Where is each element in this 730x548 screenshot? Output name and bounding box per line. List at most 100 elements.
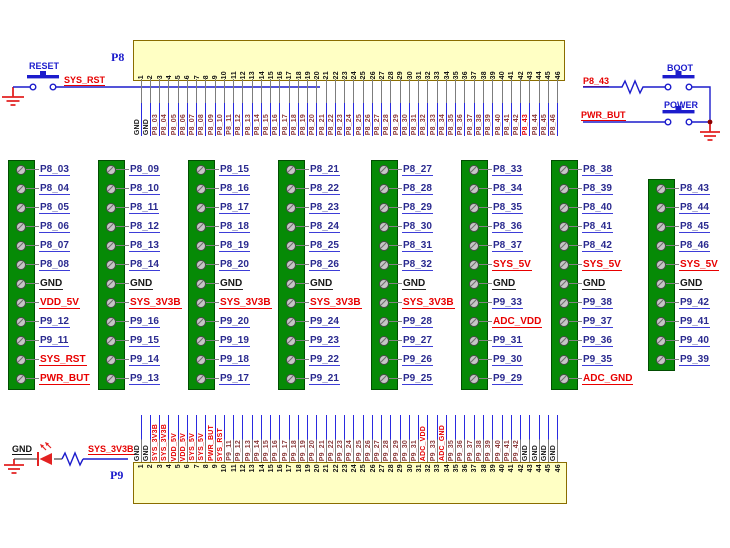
screw-icon [16, 240, 26, 251]
terminal-wire [389, 321, 402, 322]
p9-pin-number-3: 3 [156, 464, 164, 469]
p8-pin-wire-44 [538, 79, 540, 136]
terminal-wire [479, 321, 492, 322]
p8-pin-wire-9 [214, 79, 216, 136]
p9-pin-number-7: 7 [193, 464, 201, 469]
screw-icon [559, 278, 569, 289]
p8-pin-wire-10 [223, 79, 225, 136]
terminal-wire [206, 207, 219, 208]
terminal-pin-label: P8_16 [219, 182, 250, 195]
terminal-wire [116, 302, 129, 303]
p9-pin-number-5: 5 [175, 464, 183, 469]
p8-pin-wire-18 [297, 79, 299, 136]
p9-pin-number-43: 43 [526, 464, 534, 473]
screw-icon [656, 335, 666, 346]
terminal-wire [569, 302, 582, 303]
p9-pin-stub-40: P9_40 [495, 415, 507, 462]
p8-pin-wire-14 [260, 79, 262, 136]
screw-icon [559, 297, 569, 308]
p8-pin-wire-31 [418, 79, 420, 136]
terminal-wire [479, 245, 492, 246]
p9-pin-stub-46: GND [550, 415, 562, 462]
terminal-pin-label: P8_44 [679, 201, 710, 214]
screw-icon [286, 221, 296, 232]
terminal-pin-label: P8_19 [219, 239, 250, 252]
p9-pin-wire-22 [334, 415, 336, 462]
resistor-icon [583, 79, 665, 95]
p9-pin-stub-38: P9_38 [475, 415, 488, 462]
screw-icon [656, 202, 666, 213]
terminal-row: SYS_5V [461, 255, 545, 274]
terminal-row: SYS_3V3B [98, 293, 182, 312]
p9-pin-stub-35: P9_35 [448, 415, 460, 462]
terminal-wire [116, 340, 129, 341]
terminal-row: P8_27 [371, 160, 455, 179]
screw-icon [286, 316, 296, 327]
p9-pin-stub-23: P9_23 [337, 415, 349, 462]
terminal-pin-label: P9_21 [309, 372, 340, 385]
p8-pin-number-18: 18 [295, 70, 303, 79]
p9-pin-number-40: 40 [499, 464, 507, 473]
p9-pin-stub-1: GND [133, 415, 146, 462]
p8-net-label-25: P8_25 [355, 113, 363, 135]
terminal-pin-label: PWR_BUT [39, 372, 91, 385]
p8-pin-wire-30 [408, 79, 410, 136]
screw-icon [469, 221, 479, 232]
p9-pin-number-21: 21 [323, 464, 331, 473]
led-icon [37, 442, 52, 466]
terminal-pin-label: ADC_GND [582, 372, 634, 385]
p9-pin-wire-24 [353, 415, 355, 462]
screw-icon [16, 278, 26, 289]
p9-net-label-38: P9_38 [475, 439, 483, 461]
terminal-row: P9_19 [188, 331, 272, 350]
terminal-block-body-3 [188, 160, 215, 390]
p8-pin-wire-1 [140, 79, 142, 136]
terminal-row: P9_26 [371, 350, 455, 369]
terminal-pin-label: P9_27 [402, 334, 433, 347]
terminal-row: P9_37 [551, 312, 635, 331]
p8-net-label-43: P8_43 [522, 113, 530, 135]
p9-pin-wire-34 [445, 415, 447, 462]
p9-pin-stub-24: P9_24 [346, 415, 358, 462]
p8-net-label-5: P8_05 [170, 113, 178, 135]
terminal-wire [116, 264, 129, 265]
p8-pin-number-31: 31 [415, 70, 423, 79]
terminal-row: P9_12 [8, 312, 92, 331]
p8-pin-number-14: 14 [258, 70, 266, 79]
p9-net-label-35: P9_35 [448, 439, 456, 461]
p8-pin-wire-27 [381, 79, 383, 136]
terminal-wire [296, 321, 309, 322]
terminal-pin-label: P9_16 [129, 315, 160, 328]
terminal-wire [116, 188, 129, 189]
p9-pin-stub-18: P9_18 [291, 415, 303, 462]
p8-pin-wire-36 [464, 79, 466, 136]
p8-pin-number-12: 12 [239, 70, 247, 79]
p9-pin-stub-16: P9_16 [272, 415, 284, 462]
screw-icon [469, 316, 479, 327]
p9-pin-number-34: 34 [443, 464, 451, 473]
p8-pin-stub-11: P8_11 [226, 79, 238, 136]
p9-pin-stub-33: P9_33 [430, 415, 442, 462]
screw-icon [16, 354, 26, 365]
terminal-pin-label: P9_39 [679, 353, 710, 366]
terminal-row: GND [551, 274, 635, 293]
terminal-row: P9_31 [461, 331, 545, 350]
terminal-pin-label: P9_41 [679, 315, 710, 328]
p9-net-label-34: ADC_GND [438, 424, 446, 461]
p8-pin-wire-32 [427, 79, 429, 136]
terminal-pin-label: P8_03 [39, 163, 70, 176]
p9-pin-wire-11 [233, 415, 235, 462]
p9-pin-number-12: 12 [239, 464, 247, 473]
terminal-row: P8_31 [371, 236, 455, 255]
terminal-wire [206, 188, 219, 189]
terminal-wire [206, 359, 219, 360]
terminal-pin-label: P9_14 [129, 353, 160, 366]
p9-net-label-22: P9_22 [327, 439, 335, 461]
p9-net-label-32: ADC_VDD [420, 425, 428, 461]
screw-icon [469, 354, 479, 365]
p8-pin-number-38: 38 [480, 70, 488, 79]
p9-net-label-1: GND [133, 444, 141, 461]
